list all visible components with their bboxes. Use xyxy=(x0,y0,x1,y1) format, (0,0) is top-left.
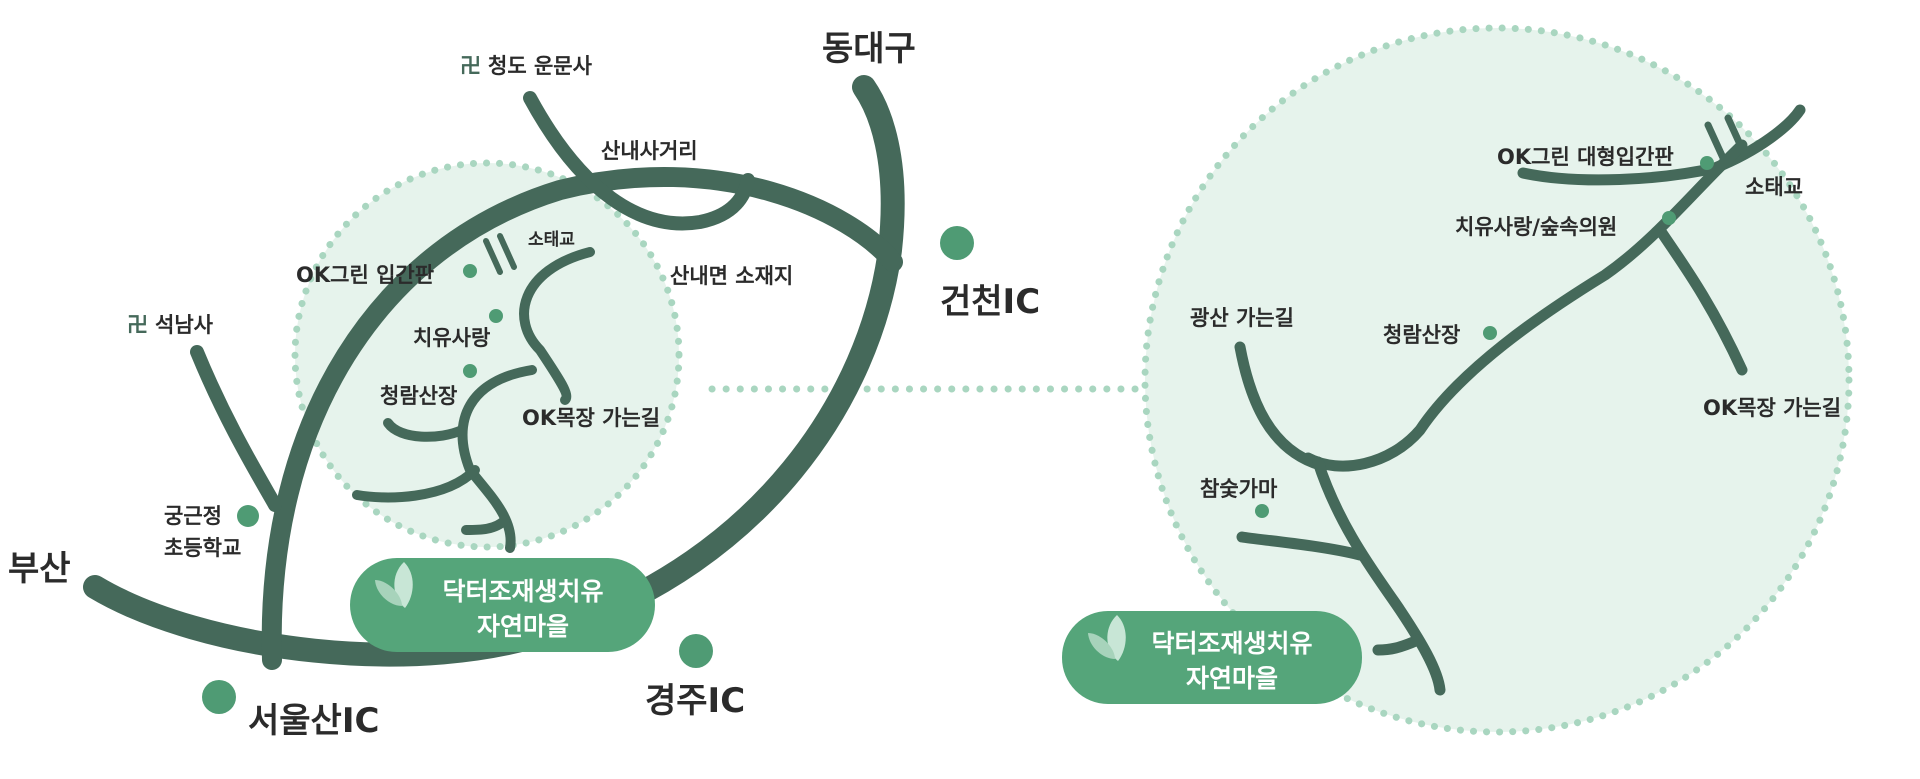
detail-charcoal-kiln-label: 참숯가마 xyxy=(1200,477,1278,501)
detail-bridge-rail-2 xyxy=(1724,114,1748,157)
detail-gwangsan-road-label: 광산 가는길 xyxy=(1190,306,1294,330)
seoknamsa-label: 석남사 xyxy=(155,313,214,337)
seoulsan-ic-marker xyxy=(202,680,236,714)
badge-pill xyxy=(350,558,655,652)
road-inner-main xyxy=(519,247,595,405)
temple-icon: 卍 xyxy=(127,313,148,337)
sotaegyo-label: 소태교 xyxy=(528,230,575,250)
badge-line2: 자연마을 xyxy=(477,612,569,641)
gyeongju-ic-marker xyxy=(679,634,713,668)
badge-line1: 닥터조재생치유 xyxy=(442,577,603,606)
sannae-intersection-label: 산내사거리 xyxy=(601,139,698,163)
geoncheon-ic-marker xyxy=(940,226,974,260)
chiyu-sarang-label: 치유사랑 xyxy=(413,326,490,350)
detail-kiln-marker xyxy=(1255,504,1269,518)
seoulsan-ic-label: 서울산IC xyxy=(248,701,379,741)
ok-ranch-road-label: OK목장 가는길 xyxy=(522,406,660,430)
detail-badge-line2: 자연마을 xyxy=(1186,664,1278,693)
road-seoknamsa xyxy=(190,345,282,512)
detail-cheongram-sanjang-label: 청람산장 xyxy=(1383,323,1460,347)
road-to-ok-ranch xyxy=(1654,224,1748,376)
cheongram-sanjang-label: 청람산장 xyxy=(380,384,457,408)
detail-badge-pill xyxy=(1062,611,1362,704)
geoncheon-ic-label: 건천IC xyxy=(940,282,1040,322)
chiyu-sarang-marker xyxy=(489,309,503,323)
detail-zoom-zone xyxy=(1141,24,1853,736)
detail-ok-green-marker xyxy=(1700,156,1714,170)
road-inner-left3 xyxy=(461,515,510,535)
dongdaegu-label: 동대구 xyxy=(822,29,916,69)
road-busan-highway xyxy=(83,75,905,667)
road-left-arc xyxy=(261,167,903,670)
ok-green-sign-marker xyxy=(463,264,477,278)
road-inner-left2 xyxy=(352,465,480,503)
leaf-icon xyxy=(375,562,413,608)
gyeongju-ic-label: 경주IC xyxy=(645,681,745,721)
gunggeunjeong-marker xyxy=(237,505,259,527)
road-detail-down xyxy=(1312,456,1446,696)
detail-leaf-icon xyxy=(1088,615,1126,661)
temple-icon: 卍 xyxy=(460,54,481,78)
road-inner-left1 xyxy=(383,418,467,442)
detail-village-badge: 닥터조재생치유 자연마을 xyxy=(1062,611,1362,704)
detail-badge-line1: 닥터조재생치유 xyxy=(1151,629,1312,658)
bridge-rail-1 xyxy=(483,238,503,275)
overview-village-badge: 닥터조재생치유 자연마을 xyxy=(350,558,655,652)
gunggeunjeong-label-line1: 궁근정 xyxy=(164,504,222,528)
detail-chiyu-forest-clinic-label: 치유사랑/숲속의원 xyxy=(1455,215,1617,239)
detail-bridge-rail-1 xyxy=(1704,121,1728,164)
cheongdo-unmunsa-label: 청도 운문사 xyxy=(488,54,593,78)
road-unmunsa xyxy=(523,91,755,231)
detail-ok-ranch-road-label: OK목장 가는길 xyxy=(1703,396,1841,420)
busan-label: 부산 xyxy=(8,549,71,589)
road-to-gwangsan xyxy=(1234,341,1326,471)
road-lower-spur xyxy=(1372,634,1424,656)
detail-chiyu-marker xyxy=(1662,211,1676,225)
road-to-kiln xyxy=(1236,531,1366,561)
detail-ok-green-big-sign-label: OK그린 대형입간판 xyxy=(1497,145,1674,169)
sannae-office-label: 산내면 소재지 xyxy=(670,264,793,288)
bridge-rail-2 xyxy=(497,233,517,270)
gunggeunjeong-label-line2: 초등학교 xyxy=(164,536,241,560)
detail-cheongram-marker xyxy=(1483,326,1497,340)
overview-roads xyxy=(83,75,905,670)
detail-sotaegyo-label: 소태교 xyxy=(1745,175,1803,199)
cheongram-marker xyxy=(463,364,477,378)
ok-green-sign-label: OK그린 입간판 xyxy=(296,263,434,287)
